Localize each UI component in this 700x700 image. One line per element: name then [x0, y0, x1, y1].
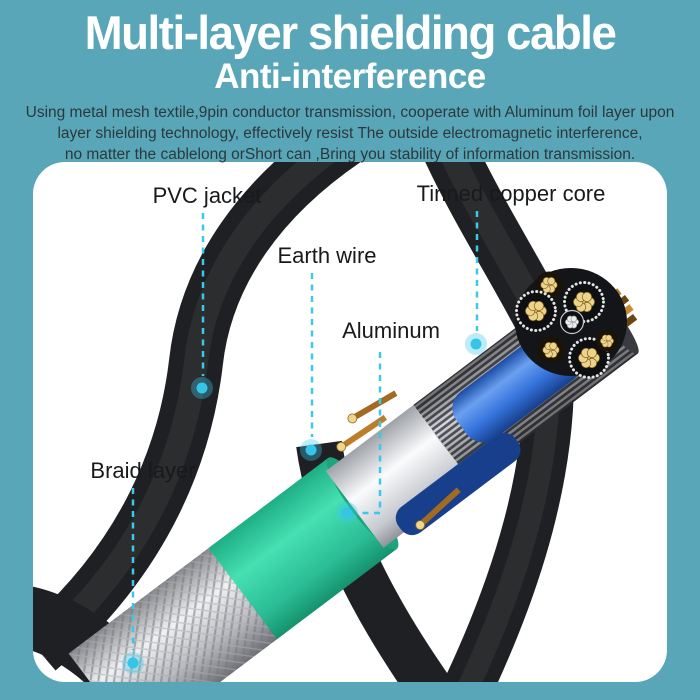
- callout-line-aluminum: [362, 352, 382, 515]
- description-line-2: layer shielding technology, effectively …: [57, 124, 643, 142]
- tinned-copper-bundles: [515, 268, 627, 378]
- description-line-3: no matter the cablelong orShort can ,Bri…: [64, 145, 636, 163]
- label-pvc-jacket: PVC jacket: [152, 183, 262, 208]
- pvc-jacket-cable-loop: [33, 162, 575, 682]
- page-subtitle: Anti-interference: [214, 56, 486, 96]
- callouts: [131, 211, 479, 650]
- callout-dot-braid-layer: [122, 652, 144, 674]
- header: Multi-layer shielding cable Anti-interfe…: [0, 0, 700, 165]
- callout-dots: [122, 333, 487, 674]
- callout-dot-aluminum: [336, 502, 358, 524]
- label-earth-wire: Earth wire: [277, 243, 377, 268]
- callout-dot-tinned-copper-core: [465, 333, 487, 355]
- description-line-1: Using metal mesh textile,9pin conductor …: [25, 103, 675, 121]
- label-tinned-copper-core: Tinned copper core: [416, 181, 606, 206]
- label-aluminum: Aluminum: [342, 318, 440, 343]
- label-braid-layer: Braid layer: [90, 458, 196, 483]
- callout-dot-pvc-jacket: [191, 377, 213, 399]
- description: Using metal mesh textile,9pin conductor …: [0, 102, 700, 165]
- braid-layer-section: [68, 542, 286, 682]
- callout-dot-earth-wire: [300, 439, 322, 461]
- page-title: Multi-layer shielding cable: [84, 6, 617, 59]
